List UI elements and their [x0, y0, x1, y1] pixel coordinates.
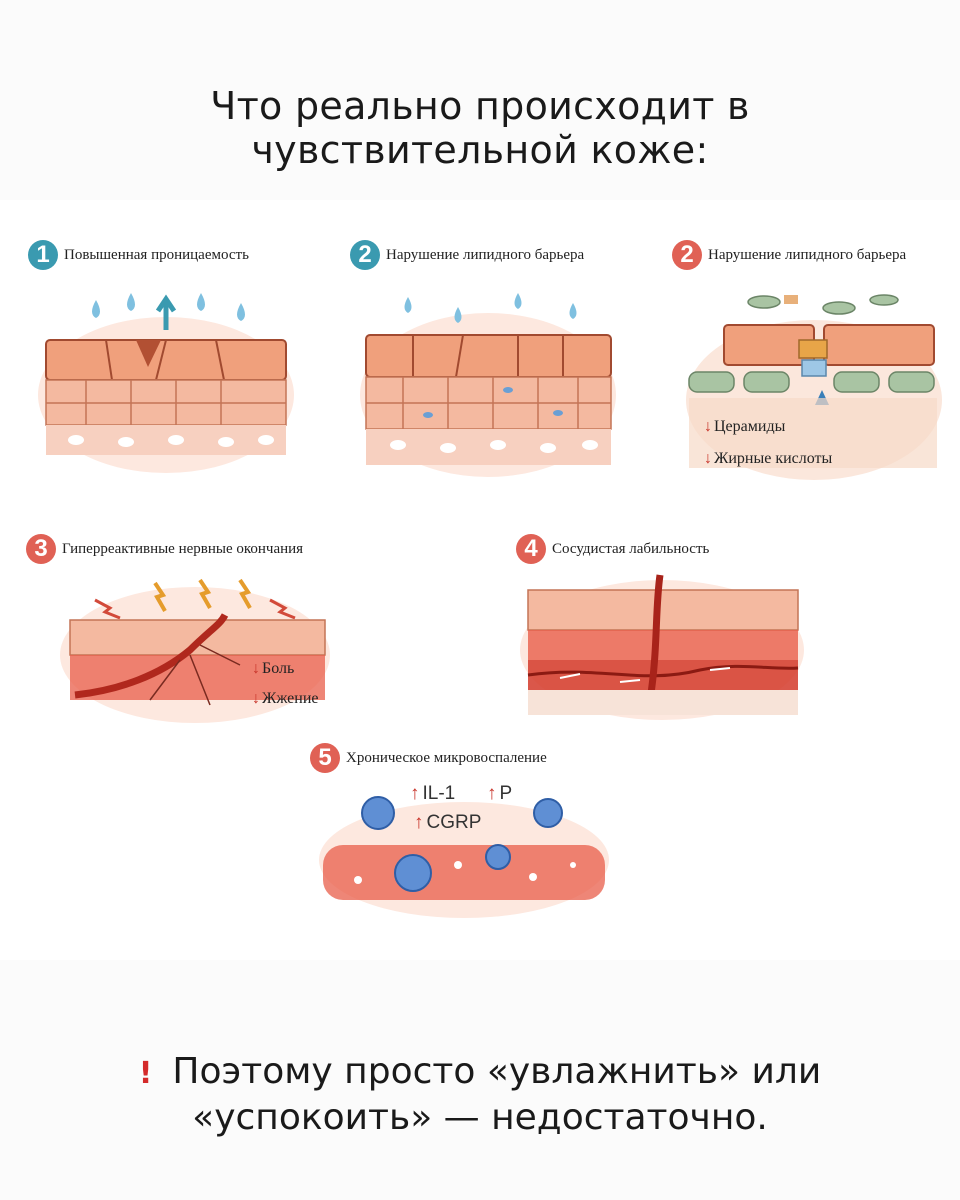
footer-line-1: ! Поэтому просто «увлажнить» или [0, 1050, 960, 1096]
footer-line-2: «успокоить» — недостаточно. [192, 1097, 768, 1138]
fatty-acids-text: Жирные кислоты [714, 450, 833, 467]
title-line-2: чувствительной коже: [251, 128, 709, 172]
lipid-layer-closeup-illustration [686, 294, 942, 480]
down-arrow-icon: ↓ [704, 418, 712, 435]
ceramides-text: Церамиды [714, 418, 786, 435]
panel-2a-label: 2 Нарушение липидного барьера [350, 240, 584, 270]
down-arrow-icon: ↓ [252, 660, 260, 677]
panel-2a-text: Нарушение липидного барьера [386, 246, 585, 263]
cgrp-label: ↑CGRP [414, 812, 481, 834]
il1-text: IL-1 [422, 783, 456, 804]
pain-note: ↓Боль [252, 660, 294, 678]
burning-note: ↓Жжение [252, 690, 319, 708]
panel-1-text: Повышенная проницаемость [64, 246, 249, 263]
cgrp-text: CGRP [426, 812, 482, 833]
footer-note: ! Поэтому просто «увлажнить» или «успокои… [0, 1050, 960, 1140]
down-arrow-icon: ↓ [252, 690, 260, 707]
vascular-lability-illustration [520, 574, 804, 720]
p-label: ↑P [487, 783, 512, 805]
exclamation-icon: ! [138, 1056, 153, 1091]
ceramides-note: ↓Церамиды [704, 418, 785, 436]
down-arrow-icon: ↓ [704, 450, 712, 467]
fatty-acids-note: ↓Жирные кислоты [704, 450, 832, 468]
panel-2b-label: 2 Нарушение липидного барьера [672, 240, 906, 270]
il1-label: ↑IL-1 [410, 783, 455, 805]
page-title: Что реально происходит в чувствительной … [0, 84, 960, 172]
panel-5-badge: 5 [310, 743, 340, 773]
panel-2a-badge: 2 [350, 240, 380, 270]
footer-line-1-text: Поэтому просто «увлажнить» или [172, 1051, 822, 1092]
panel-4-badge: 4 [516, 534, 546, 564]
pain-text: Боль [262, 660, 295, 677]
burning-text: Жжение [262, 690, 319, 707]
panel-5-label: 5 Хроническое микровоспаление [310, 743, 547, 773]
permeability-illustration [38, 293, 294, 473]
lipid-barrier-illustration [360, 293, 616, 477]
up-arrow-icon: ↑ [410, 783, 420, 804]
panel-3-label: 3 Гиперреактивные нервные окончания [26, 534, 303, 564]
p-text: P [499, 783, 513, 804]
panel-4-text: Сосудистая лабильность [552, 540, 710, 557]
up-arrow-icon: ↑ [414, 812, 424, 833]
panel-3-badge: 3 [26, 534, 56, 564]
panel-1-label: 1 Повышенная проницаемость [28, 240, 249, 270]
panel-5-text: Хроническое микровоспаление [346, 749, 547, 766]
panel-3-text: Гиперреактивные нервные окончания [62, 540, 304, 557]
microinflammation-illustration [319, 796, 609, 918]
title-line-1: Что реально происходит в [210, 84, 750, 128]
panel-2b-text: Нарушение липидного барьера [708, 246, 907, 263]
panel-4-label: 4 Сосудистая лабильность [516, 534, 709, 564]
panel-2b-badge: 2 [672, 240, 702, 270]
up-arrow-icon: ↑ [487, 783, 497, 804]
panel-1-badge: 1 [28, 240, 58, 270]
nerve-endings-illustration [60, 578, 330, 723]
